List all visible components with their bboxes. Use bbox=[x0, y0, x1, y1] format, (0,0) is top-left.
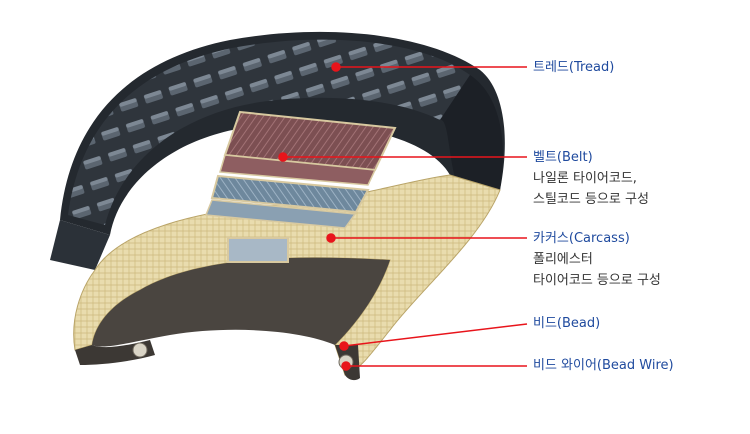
leader-lines bbox=[278, 62, 528, 371]
label-carcass-desc-2: 타이어코드 등으로 구성 bbox=[533, 273, 661, 288]
label-belt: 벨트(Belt) 나일론 타이어코드, 스틸코드 등으로 구성 bbox=[533, 147, 649, 210]
label-bead: 비드(Bead) bbox=[533, 313, 600, 334]
leader-dot-bead bbox=[339, 341, 349, 351]
label-carcass-desc-1: 폴리에스터 bbox=[533, 252, 593, 267]
label-bead-wire-title: 비드 와이어(Bead Wire) bbox=[533, 358, 674, 373]
label-belt-desc-2: 스틸코드 등으로 구성 bbox=[533, 192, 649, 207]
steel-belt-2 bbox=[204, 199, 357, 229]
belt-band bbox=[219, 154, 377, 186]
label-bead-wire: 비드 와이어(Bead Wire) bbox=[533, 355, 674, 376]
steel-belt-1 bbox=[210, 174, 370, 214]
label-belt-title: 벨트(Belt) bbox=[533, 150, 593, 165]
left-bead-wire bbox=[132, 342, 148, 358]
leader-bead bbox=[343, 323, 528, 347]
leader-dot-carcass bbox=[326, 233, 336, 243]
inner-liner bbox=[92, 257, 390, 347]
leader-dot-tread bbox=[331, 62, 341, 72]
leader-dot-belt bbox=[278, 152, 288, 162]
tread-shoulder bbox=[440, 75, 503, 190]
leader-dot-bead-wire bbox=[341, 361, 351, 371]
left-sidewall bbox=[50, 220, 110, 270]
label-bead-title: 비드(Bead) bbox=[533, 316, 601, 331]
cap-ply bbox=[227, 237, 289, 263]
label-belt-desc-1: 나일론 타이어코드, bbox=[533, 171, 637, 186]
label-carcass-title: 카커스(Carcass) bbox=[533, 231, 630, 246]
label-tread-title: 트레드(Tread) bbox=[533, 60, 615, 75]
label-tread: 트레드(Tread) bbox=[533, 57, 614, 78]
tread-surface bbox=[68, 39, 470, 225]
label-carcass: 카커스(Carcass) 폴리에스터 타이어코드 등으로 구성 bbox=[533, 228, 661, 291]
